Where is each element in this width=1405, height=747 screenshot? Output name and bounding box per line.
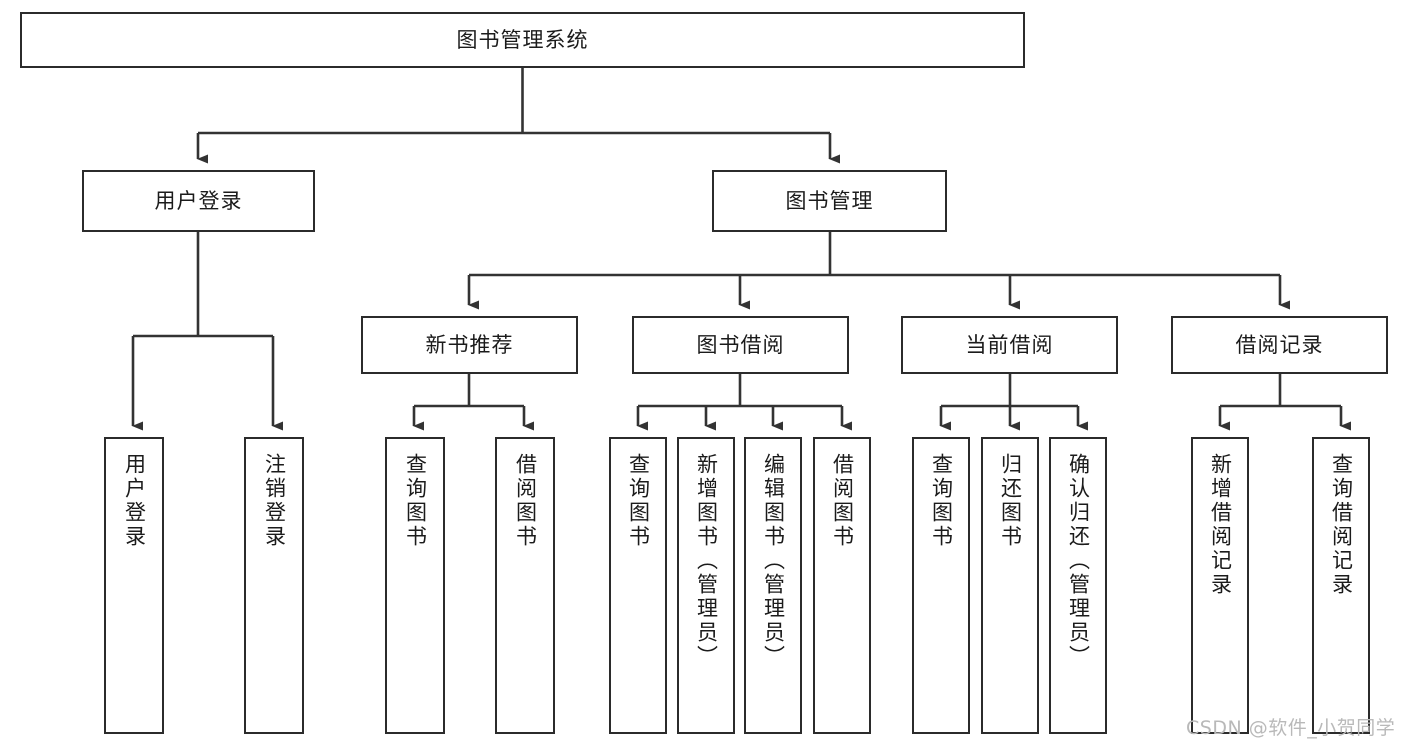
- node-leaf-borrow-book-1-label: 借阅图书: [513, 453, 538, 549]
- connectors-currentborrow-to-leaves: [939, 374, 1088, 431]
- node-new-book-recommend-label: 新书推荐: [425, 332, 514, 357]
- node-leaf-borrow-book-2-label: 借阅图书: [830, 453, 855, 549]
- connectors-root-to-level2: [196, 68, 840, 164]
- node-leaf-query-book-1[interactable]: 查询图书: [385, 437, 445, 734]
- node-leaf-add-book[interactable]: 新增图书（管理员）: [677, 437, 735, 734]
- node-leaf-confirm-return[interactable]: 确认归还（管理员）: [1049, 437, 1107, 734]
- node-leaf-confirm-return-label: 确认归还（管理员）: [1066, 453, 1091, 669]
- node-leaf-logout-login-label: 注销登录: [262, 453, 287, 549]
- node-book-borrow[interactable]: 图书借阅: [632, 316, 849, 374]
- node-leaf-add-book-label: 新增图书（管理员）: [694, 453, 719, 669]
- node-current-borrow-label: 当前借阅: [965, 332, 1054, 357]
- connectors-newbook-to-leaves: [412, 374, 534, 431]
- connectors-userlogin-to-leaves: [131, 232, 283, 431]
- node-leaf-user-login-label: 用户登录: [122, 453, 147, 549]
- node-user-login-label: 用户登录: [154, 188, 243, 213]
- connectors-bookmgmt-to-level3: [467, 232, 1290, 310]
- node-leaf-query-record-label: 查询借阅记录: [1329, 453, 1354, 597]
- connectors-borrowrecord-to-leaves: [1218, 374, 1351, 431]
- node-leaf-return-book-label: 归还图书: [998, 453, 1023, 549]
- node-leaf-query-book-1-label: 查询图书: [403, 453, 428, 549]
- node-leaf-query-book-3-label: 查询图书: [929, 453, 954, 549]
- node-leaf-add-record-label: 新增借阅记录: [1208, 453, 1233, 597]
- node-leaf-edit-book-label: 编辑图书（管理员）: [761, 453, 786, 669]
- node-root-label: 图书管理系统: [456, 27, 589, 52]
- node-leaf-user-login[interactable]: 用户登录: [104, 437, 164, 734]
- node-user-login[interactable]: 用户登录: [82, 170, 315, 232]
- node-leaf-query-record[interactable]: 查询借阅记录: [1312, 437, 1370, 734]
- node-leaf-borrow-book-1[interactable]: 借阅图书: [495, 437, 555, 734]
- node-leaf-edit-book[interactable]: 编辑图书（管理员）: [744, 437, 802, 734]
- node-leaf-logout-login[interactable]: 注销登录: [244, 437, 304, 734]
- node-leaf-query-book-2[interactable]: 查询图书: [609, 437, 667, 734]
- node-borrow-record-label: 借阅记录: [1235, 332, 1324, 357]
- node-leaf-add-record[interactable]: 新增借阅记录: [1191, 437, 1249, 734]
- node-leaf-borrow-book-2[interactable]: 借阅图书: [813, 437, 871, 734]
- node-new-book-recommend[interactable]: 新书推荐: [361, 316, 578, 374]
- node-book-borrow-label: 图书借阅: [696, 332, 785, 357]
- node-leaf-query-book-3[interactable]: 查询图书: [912, 437, 970, 734]
- connectors-bookborrow-to-leaves: [636, 374, 852, 431]
- node-current-borrow[interactable]: 当前借阅: [901, 316, 1118, 374]
- node-book-management-label: 图书管理: [785, 188, 874, 213]
- node-book-management[interactable]: 图书管理: [712, 170, 947, 232]
- node-borrow-record[interactable]: 借阅记录: [1171, 316, 1388, 374]
- node-root[interactable]: 图书管理系统: [20, 12, 1025, 68]
- node-leaf-return-book[interactable]: 归还图书: [981, 437, 1039, 734]
- node-leaf-query-book-2-label: 查询图书: [626, 453, 651, 549]
